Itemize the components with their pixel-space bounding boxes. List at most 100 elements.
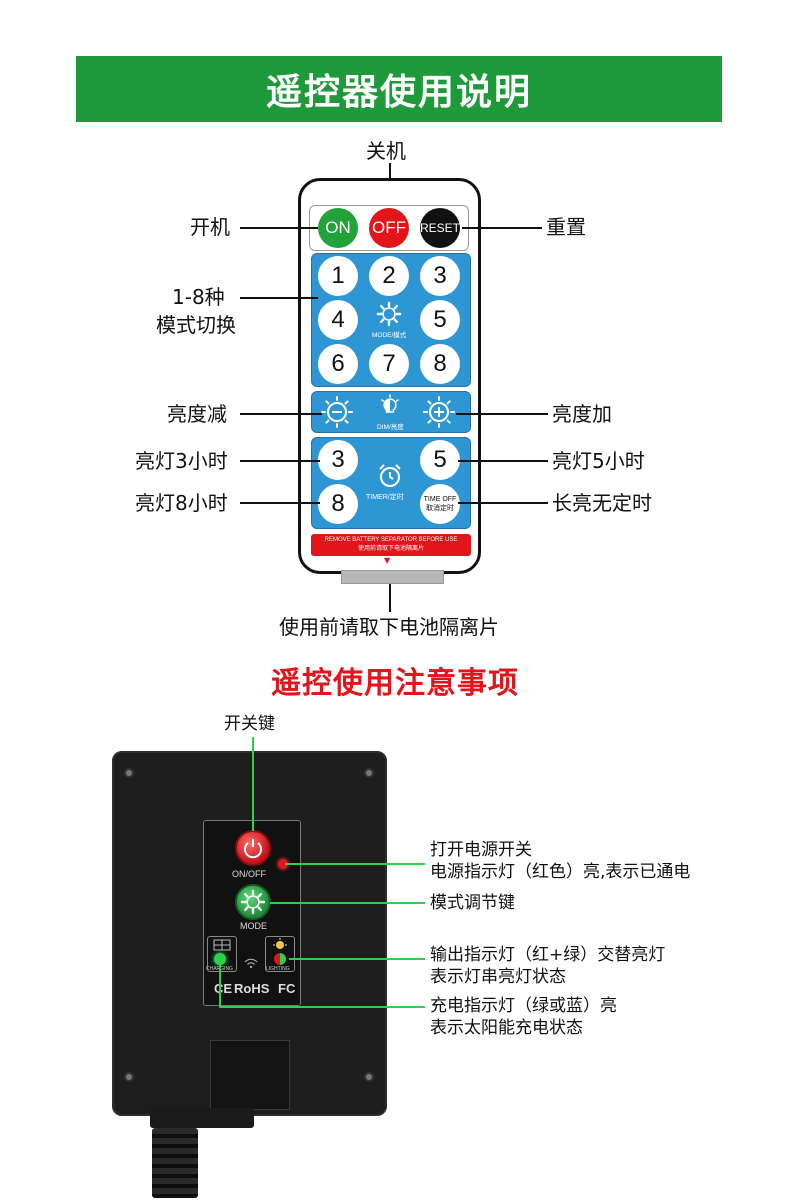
timer-3h-button[interactable]: 3 [318, 440, 358, 480]
dim-bulb-icon [378, 394, 402, 418]
charging-indicator-frame [207, 936, 237, 972]
lighting-indicator-frame [265, 936, 295, 972]
leader-line-output-led [289, 958, 425, 960]
timer-caption: TIMER/定时 [366, 494, 404, 501]
label-power-on: 开机 [190, 215, 230, 239]
lighting-indicator-led [274, 953, 286, 965]
rohs-mark: RoHS [234, 981, 270, 996]
battery-warning-cn: 使用前请取下电池隔离片 [357, 546, 424, 552]
down-arrow-icon: ▼ [384, 556, 391, 565]
label-power-key: 开关键 [224, 714, 275, 734]
label-timer8: 亮灯8小时 [135, 491, 228, 515]
section-title: 遥控使用注意事项 [271, 666, 519, 701]
device-mode-button[interactable] [235, 884, 271, 920]
sun-minus-icon [321, 396, 353, 428]
reset-button[interactable]: RESET [420, 208, 460, 248]
mode-caption-device: MODE [240, 921, 267, 931]
on-button-label: ON [325, 218, 351, 237]
leader-line-charge-led-h [219, 1006, 425, 1008]
threaded-connector [152, 1128, 198, 1198]
mode-button-7[interactable]: 7 [369, 344, 409, 384]
label-timer3: 亮灯3小时 [135, 449, 228, 473]
mode-button-label: 1 [331, 262, 345, 289]
ce-mark: CE [214, 981, 233, 996]
charging-indicator-led [214, 953, 226, 965]
label-modes-line1: 1-8种 [172, 285, 225, 309]
screw-icon [124, 768, 134, 778]
dim-up-button[interactable] [421, 394, 457, 430]
mode-button-label: 2 [382, 262, 396, 289]
label-timer5: 亮灯5小时 [552, 449, 645, 473]
label-battery-note: 使用前请取下电池隔离片 [279, 615, 499, 639]
sun-plus-icon [423, 396, 455, 428]
reset-button-label: RESET [420, 221, 461, 235]
leader-line-charge-led-v [219, 964, 221, 1008]
leader-line-timer3 [240, 460, 320, 462]
leader-line-mode-key [270, 902, 425, 904]
mode-button-3[interactable]: 3 [420, 256, 460, 296]
label-dim-up: 亮度加 [552, 402, 612, 426]
mode-button-label: 4 [331, 306, 345, 333]
mode-button-label: 7 [382, 350, 396, 377]
label-modes-line2: 模式切换 [156, 313, 236, 337]
leader-line-timer8 [240, 502, 320, 504]
mode-button-1[interactable]: 1 [318, 256, 358, 296]
label-power-off: 关机 [366, 139, 406, 163]
label-charge-desc2: 表示太阳能充电状态 [430, 1018, 583, 1038]
on-button[interactable]: ON [318, 208, 358, 248]
mode-gear-icon [375, 300, 403, 328]
lighting-caption: LIGHTING [266, 966, 290, 972]
power-indicator-led [278, 859, 288, 869]
timer-8h-button[interactable]: 8 [318, 484, 358, 524]
label-output-desc1: 输出指示灯（红+绿）交替亮灯 [430, 945, 666, 965]
off-button[interactable]: OFF [369, 208, 409, 248]
timer-5h-button[interactable]: 5 [420, 440, 460, 480]
mode-button-5[interactable]: 5 [420, 300, 460, 340]
alarm-clock-icon [376, 462, 404, 490]
off-button-label: OFF [372, 218, 406, 237]
mode-button-2[interactable]: 2 [369, 256, 409, 296]
wireless-receiver-icon [243, 954, 259, 969]
timer-3h-label: 3 [331, 446, 345, 473]
mode-button-4[interactable]: 4 [318, 300, 358, 340]
timer-5h-label: 5 [433, 446, 447, 473]
mode-button-8[interactable]: 8 [420, 344, 460, 384]
mode-button-label: 8 [433, 350, 447, 377]
timer-off-label-cn: 取消定时 [426, 505, 454, 512]
timer-off-label: TIME OFF [423, 496, 457, 503]
connector-nut [150, 1108, 254, 1128]
label-reset: 重置 [546, 215, 586, 239]
cable-gland-housing [210, 1040, 290, 1110]
label-mode-key: 模式调节键 [430, 893, 515, 913]
solar-panel-icon [213, 939, 231, 951]
onoff-caption: ON/OFF [232, 869, 266, 879]
screw-icon [364, 768, 374, 778]
leader-line-reset [462, 227, 542, 229]
mode-button-label: 5 [433, 306, 447, 333]
label-power-desc2: 电源指示灯（红色）亮,表示已通电 [430, 862, 691, 882]
label-timer-off: 长亮无定时 [552, 491, 652, 515]
dim-down-button[interactable] [319, 394, 355, 430]
mode-button-label: 3 [433, 262, 447, 289]
dim-caption: DIM/亮度 [377, 424, 404, 431]
fc-mark: FC [278, 981, 296, 996]
leader-line-power-led [285, 863, 425, 865]
leader-line-dim-down [240, 413, 322, 415]
timer-8h-label: 8 [331, 490, 345, 517]
leader-line-on [240, 227, 318, 229]
label-charge-desc1: 充电指示灯（绿或蓝）亮 [430, 996, 617, 1016]
leader-line-dim-up [456, 413, 548, 415]
label-output-desc2: 表示灯串亮灯状态 [430, 967, 566, 987]
leader-line-power-key [252, 737, 254, 831]
timer-off-button[interactable]: TIME OFF 取消定时 [420, 484, 460, 524]
mode-button-label: 6 [331, 350, 345, 377]
page-title-banner: 遥控器使用说明 [76, 56, 722, 122]
battery-warning-en: REMOVE BATTERY SEPARATOR BEFORE USE [324, 537, 458, 543]
mode-button-6[interactable]: 6 [318, 344, 358, 384]
battery-warning-bar: REMOVE BATTERY SEPARATOR BEFORE USE 使用前请… [311, 534, 471, 556]
page-title: 遥控器使用说明 [265, 72, 532, 113]
screw-icon [364, 1072, 374, 1082]
device-power-button[interactable] [235, 830, 271, 866]
mode-caption: MODE/模式 [372, 332, 407, 339]
label-power-desc1: 打开电源开关 [430, 840, 532, 860]
